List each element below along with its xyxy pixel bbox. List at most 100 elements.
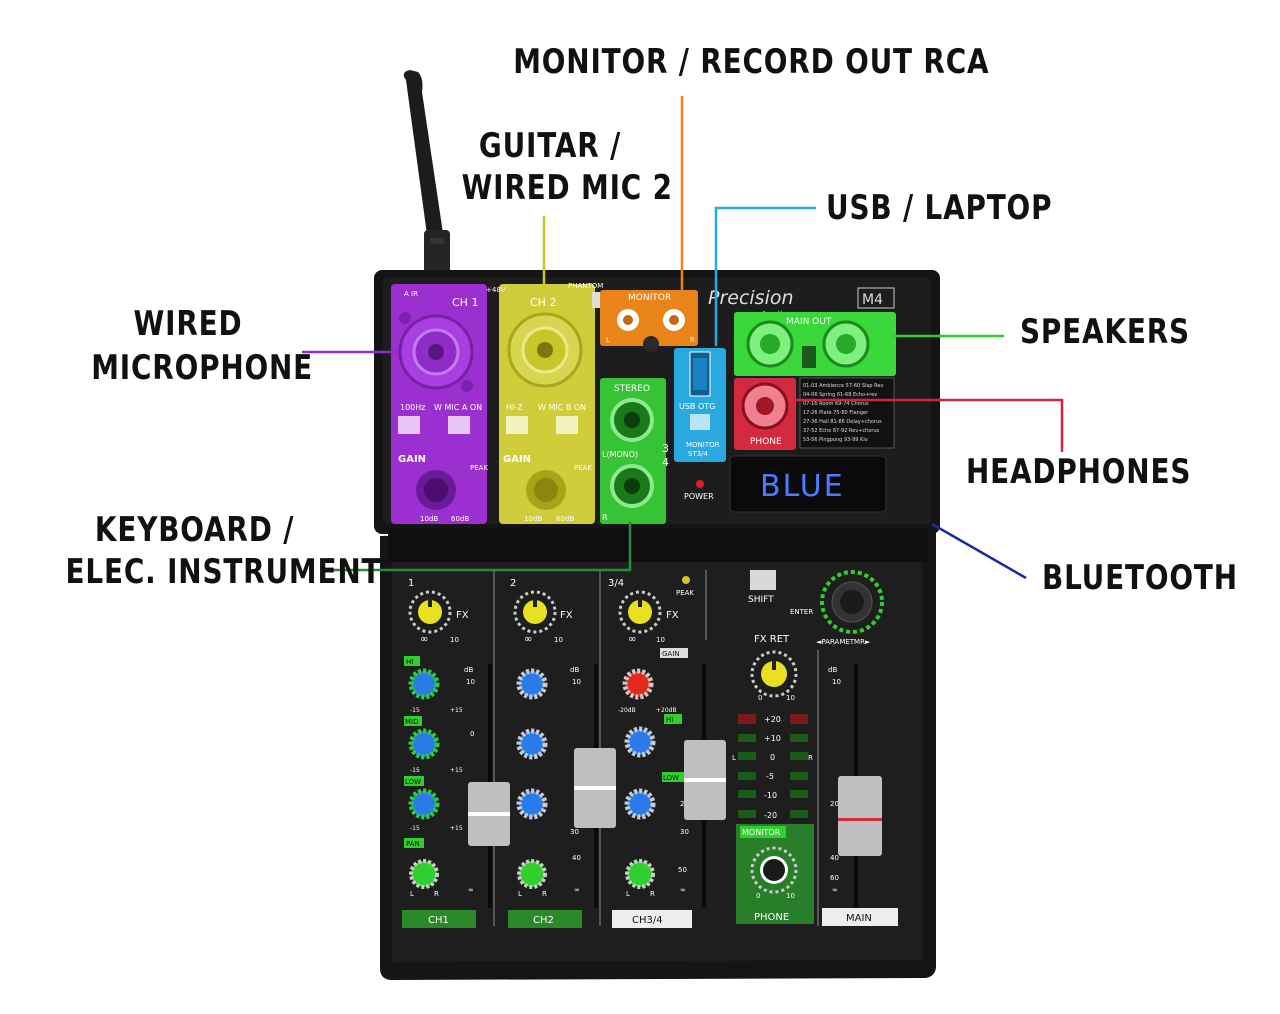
pan-knob[interactable] [625, 859, 655, 889]
gain-knob[interactable] [622, 668, 654, 700]
callout-monitor-record: MONITOR / RECORD OUT RCA [513, 42, 990, 82]
hi-knob[interactable] [516, 668, 548, 700]
ch1-wmic-label: W MIC A ON [434, 403, 482, 412]
gain-min-label: -20dB [618, 707, 636, 714]
fx-ret-max: 10 [786, 694, 795, 702]
peak-label: PEAK [676, 589, 694, 597]
svg-text:40: 40 [572, 854, 581, 862]
fader-scale-ch1: 10 0 ∞ [466, 678, 475, 894]
brand-name: Precision [708, 287, 794, 309]
shift-button[interactable] [750, 570, 776, 590]
db-label: dB [828, 666, 837, 674]
fx-label: FX [666, 610, 679, 621]
ch2-switch-label: HI-Z [506, 403, 523, 412]
mid-knob[interactable] [516, 728, 548, 760]
svg-text:50: 50 [678, 866, 687, 874]
mid-knob[interactable] [408, 728, 440, 760]
hi-knob[interactable] [624, 726, 656, 758]
usb-monitor-label: MONITOR [686, 441, 720, 449]
fx-knob[interactable] [618, 590, 662, 634]
fx-knob[interactable] [513, 590, 557, 634]
stereo-label: STEREO [614, 384, 650, 394]
pan-knob[interactable] [409, 859, 439, 889]
pan-tag: PAN [406, 840, 420, 848]
svg-text:0: 0 [770, 753, 775, 762]
fx-list-item: 53-56 Pingpong 93-99 Kiv [803, 437, 868, 443]
fx-max: 10 [450, 636, 459, 644]
pan-l-label: L [410, 890, 414, 898]
svg-text:10: 10 [572, 678, 581, 686]
fx-min: ∞ [420, 634, 428, 645]
fx-max: 10 [554, 636, 563, 644]
fader-ch1[interactable] [468, 782, 510, 846]
fx-ret-label: FX RET [754, 634, 790, 645]
eq-knobs-ch1 [408, 668, 440, 889]
ch2-gain-label: GAIN [503, 454, 531, 465]
fx-ret-min: 0 [758, 694, 762, 702]
phone-level-knob[interactable] [750, 846, 798, 894]
db-label: dB [464, 666, 473, 674]
fx-list-item: 17-26 Plate 75-80 Flanger [803, 410, 869, 416]
low-knob[interactable] [516, 788, 548, 820]
bottom-label-ch1: CH1 [428, 915, 449, 926]
svg-text:10: 10 [466, 678, 475, 686]
callout-bluetooth: BLUETOOTH [1042, 558, 1238, 598]
hi-knob[interactable] [408, 668, 440, 700]
ch1-label: CH 1 [452, 296, 478, 309]
fader-ch2[interactable] [574, 748, 616, 828]
phone-jack-label: PHONE [750, 437, 782, 447]
ch1-module [391, 284, 487, 524]
peak-led [682, 576, 690, 584]
callout-guitar-line2: WIRED MIC 2 [461, 168, 673, 208]
ch1-air-label: A IR [404, 290, 418, 298]
led-display [729, 455, 887, 513]
stereo-r-label: R [602, 513, 608, 522]
usb-st34-label: ST3/4 [688, 450, 709, 458]
parameter-encoder[interactable] [820, 570, 884, 634]
fader-ch34[interactable] [684, 740, 726, 820]
ch2-wmic-label: W MIC B ON [538, 403, 586, 412]
p48-label: +48V [486, 286, 506, 294]
fx-list: 01-03 Ambience 57-60 Slap Rev 04-06 Spri… [803, 383, 883, 443]
fader-scale-main: 10 20 40 60 ∞ [830, 678, 841, 894]
ch1-peak-label: PEAK [470, 464, 488, 472]
eq-max-label: +15 [450, 707, 463, 714]
fx-min: ∞ [524, 634, 532, 645]
svg-text:+20: +20 [764, 715, 781, 724]
eq-min-label: -15 [410, 825, 420, 832]
ch4-digit: 4 [662, 456, 669, 469]
hi-tag-ch34: HI [666, 716, 673, 724]
monitor-rca-module [600, 290, 698, 352]
phone-module [734, 378, 796, 450]
low-tag-ch34: LOW [663, 774, 679, 782]
ch2-module [499, 284, 595, 524]
ch1-min-label: 10dB [420, 515, 438, 523]
phantom-label: PHANTOM [568, 282, 603, 290]
power-led [696, 480, 704, 488]
ch2-label: CH 2 [530, 296, 556, 309]
callout-usb: USB / LAPTOP [826, 188, 1053, 228]
fx-list-box [799, 377, 895, 449]
low-knob[interactable] [408, 788, 440, 820]
callout-guitar-line1: GUITAR / [478, 126, 622, 166]
leader-usb [714, 206, 816, 346]
svg-text:20: 20 [830, 800, 839, 808]
pan-knob[interactable] [517, 859, 547, 889]
ch2-peak-label: PEAK [574, 464, 592, 472]
fx-knob[interactable] [408, 590, 452, 634]
gain-max-label: +20dB [656, 707, 677, 714]
leader-headphones [792, 398, 1064, 452]
stereo-input-module [600, 378, 666, 524]
low-knob[interactable] [624, 788, 656, 820]
eq-max-label: +15 [450, 825, 463, 832]
ch2-max-label: 60dB [556, 515, 574, 523]
svg-text:-5: -5 [766, 772, 774, 781]
callout-keyboard-line1: KEYBOARD / [94, 510, 295, 550]
fx-ret-knob[interactable] [750, 650, 798, 698]
strip-number: 1 [408, 578, 414, 589]
fader-main[interactable] [838, 776, 882, 856]
leader-keyboard [324, 522, 632, 572]
fader-scale-ch2: 10 30 40 ∞ [570, 678, 581, 894]
svg-text:-10: -10 [764, 791, 777, 800]
usb-otg-label: USB OTG [679, 402, 715, 411]
